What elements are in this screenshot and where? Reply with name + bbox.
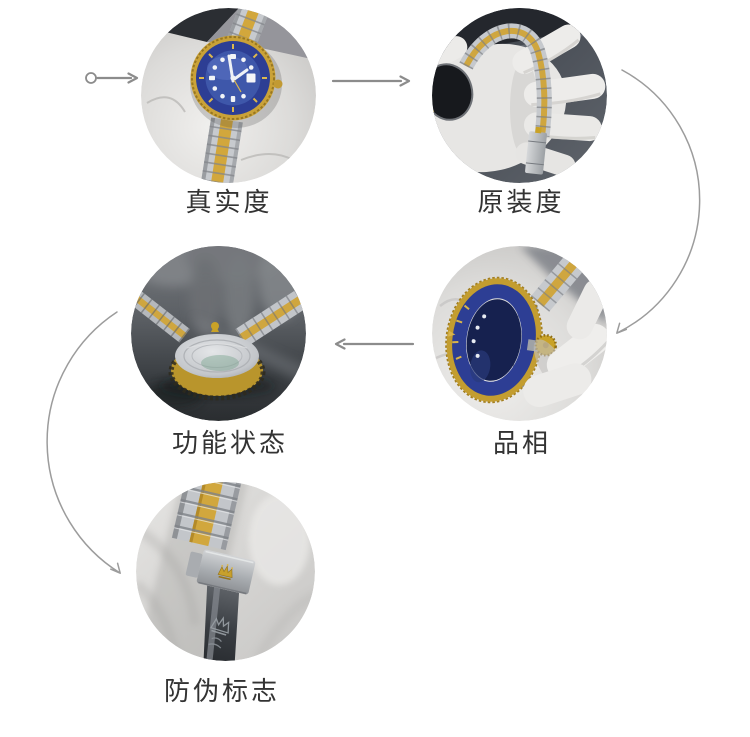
- watch-clasp-open-photo: [432, 8, 607, 183]
- step-label-authenticity: 真实度: [185, 187, 273, 217]
- watch-head-edge: [432, 63, 474, 121]
- step-originality: [432, 8, 607, 183]
- watch-on-side: [131, 287, 306, 401]
- step-function-status: [131, 246, 306, 421]
- gold-crown-logo-icon: [217, 564, 234, 581]
- watch-crown-side-photo: [432, 246, 607, 421]
- step-label-originality: 原装度: [477, 187, 565, 217]
- bracelet-links: [171, 482, 244, 551]
- clasp-blade: [525, 126, 547, 175]
- watch-caseback-photo: [131, 246, 306, 421]
- step-label-condition: 品相: [492, 428, 552, 458]
- watch-head: [190, 35, 283, 128]
- step-label-function-status: 功能状态: [171, 428, 289, 458]
- connector-start-to-step1: [96, 72, 139, 84]
- bracelet-right: [235, 287, 306, 347]
- connector-step2-to-step3-curve: [616, 69, 701, 334]
- step-condition: [432, 246, 607, 421]
- bracelet-left: [131, 290, 190, 343]
- hour-markers: [209, 54, 254, 102]
- clasp-assembly: [185, 549, 256, 661]
- connector-step4-to-step5-curve: [46, 311, 121, 574]
- caseback: [175, 334, 259, 378]
- bracelet-lower: [200, 117, 243, 183]
- crown-side: [273, 79, 283, 89]
- flow-start-node: [85, 72, 97, 84]
- date-window: [246, 73, 256, 83]
- etched-crown-logo-icon: [208, 616, 230, 649]
- step-label-anti-counterfeit: 防伪标志: [163, 676, 281, 706]
- connector-step3-to-step4: [334, 338, 415, 350]
- step-authenticity: [141, 8, 316, 183]
- connector-step1-to-step2: [331, 75, 411, 87]
- step-anti-counterfeit-mark: [136, 482, 315, 661]
- bracelet-arch: [459, 23, 552, 137]
- clasp-crown-logo-photo: [136, 482, 315, 661]
- watch-front-blue-dial-photo: [141, 8, 316, 183]
